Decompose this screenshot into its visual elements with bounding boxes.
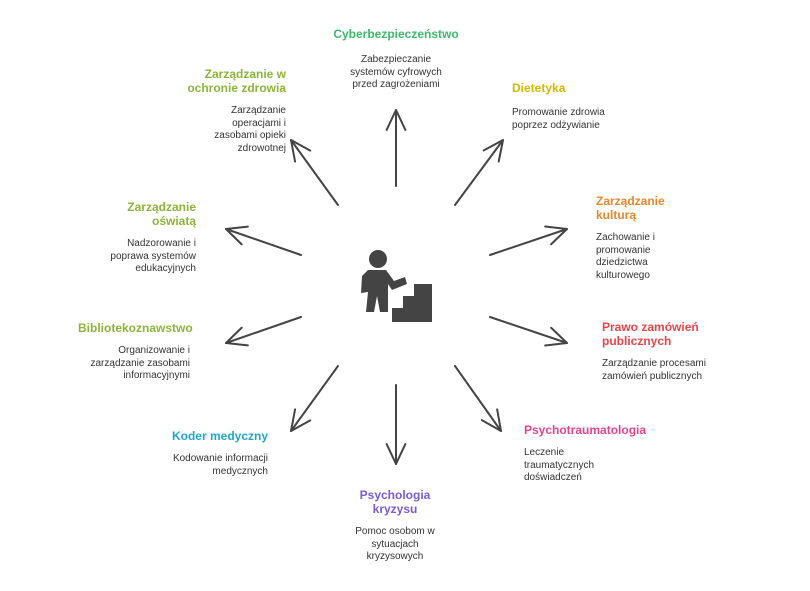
node-koder-medyczny: Koder medyczny Kodowanie informacji medy… [158, 429, 268, 478]
node-description: Promowanie zdrowia poprzez odżywianie [512, 107, 605, 131]
arrow-zarzadzanie-ochrona-zdrowia [290, 139, 339, 206]
node-description: Kodowanie informacji medycznych [172, 453, 268, 477]
node-zarzadzanie-oswiata: Zarządzanie oświatą Nadzorowanie i popra… [100, 200, 196, 276]
node-description: Zachowanie i promowanie dziedzictwa kult… [596, 232, 655, 281]
arrow-dietetyka [454, 139, 504, 206]
node-psychotraumatologia: Psychotraumatologia Leczenie traumatyczn… [524, 423, 647, 485]
node-zarzadzanie-kultura: Zarządzanie kulturą Zachowanie i promowa… [596, 194, 668, 282]
node-bibliotekoznawstwo: Bibliotekoznawstwo Organizowanie i zarzą… [78, 321, 193, 383]
arrows-group [225, 109, 568, 465]
node-description: Zarządzanie procesami zamówień publiczny… [602, 358, 706, 382]
arrow-bibliotekoznawstwo [225, 316, 302, 347]
arrow-zarzadzanie-oswiata [225, 225, 302, 256]
node-description: Leczenie traumatycznych doświadczeń [524, 447, 595, 483]
node-title: Psychotraumatologia [524, 423, 647, 437]
node-title: Prawo zamówień publicznych [602, 320, 699, 348]
person-climbing-stairs-icon [361, 250, 432, 322]
node-title: Cyberbezpieczeństwo [333, 27, 459, 41]
node-title: Dietetyka [512, 81, 566, 95]
arrow-koder-medyczny [290, 365, 339, 432]
arrow-psychologia-kryzysu [385, 384, 407, 465]
node-description: Zabezpieczanie systemów cyfrowych przed … [350, 54, 442, 90]
arrow-zarzadzanie-kultura [489, 225, 568, 256]
node-title: Zarządzanie oświatą [127, 200, 196, 228]
node-dietetyka: Dietetyka Promowanie zdrowia poprzez odż… [512, 81, 632, 132]
node-description: Pomoc osobom w sytuacjach kryzysowych [355, 526, 435, 562]
node-prawo-zamowien: Prawo zamówień publicznych Zarządzanie p… [602, 320, 712, 383]
arrow-prawo-zamowien [489, 316, 568, 347]
node-description: Organizowanie i zarządzanie zasobami inf… [90, 345, 191, 381]
node-title: Koder medyczny [171, 429, 268, 443]
arrow-psychotraumatologia [454, 365, 502, 432]
node-zarzadzanie-ochrona-zdrowia: Zarządzanie w ochronie zdrowia Zarządzan… [176, 67, 286, 155]
node-description: Zarządzanie operacjami i zasobami opieki… [214, 105, 286, 154]
node-title: Zarządzanie w ochronie zdrowia [187, 67, 286, 95]
node-description: Nadzorowanie i poprawa systemów edukacyj… [110, 238, 196, 274]
node-title: Zarządzanie kulturą [596, 194, 665, 222]
arrow-cyberbezpieczenstwo [385, 109, 407, 187]
node-psychologia-kryzysu: Psychologia kryzysu Pomoc osobom w sytua… [345, 488, 445, 564]
node-cyberbezpieczenstwo: Cyberbezpieczeństwo Zabezpieczanie syste… [316, 27, 476, 92]
node-title: Psychologia kryzysu [359, 488, 431, 516]
node-title: Bibliotekoznawstwo [78, 321, 193, 335]
